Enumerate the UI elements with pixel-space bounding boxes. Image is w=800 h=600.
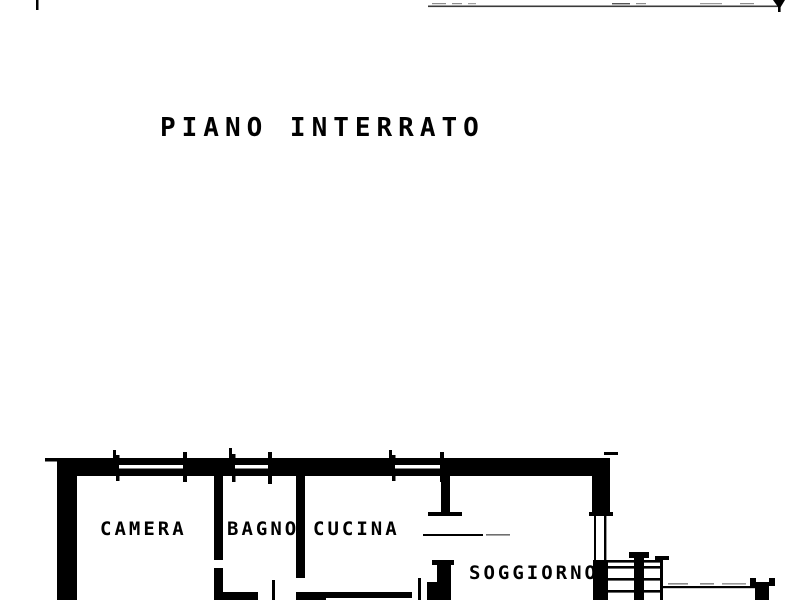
wall-exterior-top-soggiorno <box>407 458 610 476</box>
wall-stub-left <box>45 458 59 462</box>
wall-tick <box>113 450 116 460</box>
top-dimension-line <box>428 5 780 8</box>
top-dimension-dash <box>468 3 476 5</box>
pier-terminal-tick <box>769 578 775 586</box>
stair-tread <box>593 578 663 581</box>
window-jamb-left <box>392 455 396 481</box>
window-pane-line <box>235 461 268 464</box>
room-label-soggiorno: SOGGIORNO <box>469 562 599 584</box>
wall-tick-group <box>113 448 618 460</box>
top-dimension-dash <box>700 3 722 5</box>
door-jamb-cucina <box>418 578 421 600</box>
wall-tick <box>604 452 618 455</box>
pier-terminal-tick <box>750 578 756 588</box>
stair-wall-mid-cap <box>629 552 649 558</box>
window-group <box>116 452 444 484</box>
left-tick-mark <box>36 0 39 10</box>
window-jamb-left <box>232 454 236 482</box>
wall-partition-camera-bagno-lower <box>214 568 223 600</box>
wall-partition-camera-bagno <box>214 470 223 560</box>
wall-tick <box>389 450 392 460</box>
wall-partition-bagno-cucina <box>296 470 305 578</box>
wall-tick <box>229 448 232 458</box>
wall-bottom-cucina <box>326 592 412 598</box>
thin-wall-dash <box>722 583 746 585</box>
room-label-camera: CAMERA <box>100 518 187 540</box>
window-pane-line <box>235 470 268 473</box>
top-dimension-dash <box>452 3 462 5</box>
thin-wall-right-b <box>604 514 607 560</box>
pier-soggiorno-foot <box>427 582 439 600</box>
thin-wall-dash <box>668 583 688 585</box>
pier-soggiorno-left <box>437 560 451 600</box>
stair-group <box>589 512 775 600</box>
page-title: PIANO INTERRATO <box>160 113 485 143</box>
thin-wall-dash <box>700 583 714 585</box>
dimension-arrow-stem <box>778 0 781 12</box>
window-jamb-right <box>183 452 187 482</box>
stair-rail-right <box>660 558 663 600</box>
window-pane-line <box>395 461 440 464</box>
top-dimension-dash <box>432 3 446 5</box>
stair-tread <box>593 566 663 569</box>
door-jamb-bagno <box>272 580 275 600</box>
window-gap <box>395 465 440 469</box>
window-gap <box>119 465 183 469</box>
window-pane-line <box>119 461 183 464</box>
wall-partition-cucina-soggiorno <box>441 470 450 516</box>
wall-exterior-top-cucina <box>287 458 407 476</box>
thin-wall-right-run <box>663 586 755 589</box>
window-camera <box>116 452 187 482</box>
wall-bottom-bagno-left <box>214 592 258 600</box>
window-bagno <box>232 452 272 484</box>
wall-stub-tick <box>428 512 462 516</box>
window-jamb-right <box>440 452 444 482</box>
pier-terminal-right <box>755 582 769 600</box>
top-dimension-dash <box>740 3 754 5</box>
window-gap <box>235 465 268 469</box>
thin-wall-right-a <box>594 514 596 560</box>
thin-wall-line-soggiorno-top <box>423 534 483 536</box>
stair-rail-cap <box>655 556 669 560</box>
wall-exterior-right <box>592 458 610 516</box>
wall-bottom-bagno-right <box>296 592 326 600</box>
window-cucina <box>392 452 444 482</box>
thin-wall-line-dash <box>486 534 510 536</box>
pier-soggiorno-cap <box>432 560 454 565</box>
window-jamb-left <box>116 455 120 481</box>
room-label-cucina: CUCINA <box>313 518 400 540</box>
thin-wall-right-cap <box>589 512 613 516</box>
stair-tread <box>593 560 663 563</box>
window-pane-line <box>119 470 183 473</box>
wall-exterior-left <box>57 458 77 600</box>
wall-group <box>45 458 610 600</box>
window-pane-line <box>395 470 440 473</box>
window-jamb-right <box>268 452 272 484</box>
top-dimension-dash <box>636 3 646 5</box>
top-dimension-dash <box>612 3 630 5</box>
room-label-bagno: BAGNO <box>227 518 300 540</box>
stair-tread <box>593 590 663 593</box>
top-dimension-group <box>36 0 785 12</box>
